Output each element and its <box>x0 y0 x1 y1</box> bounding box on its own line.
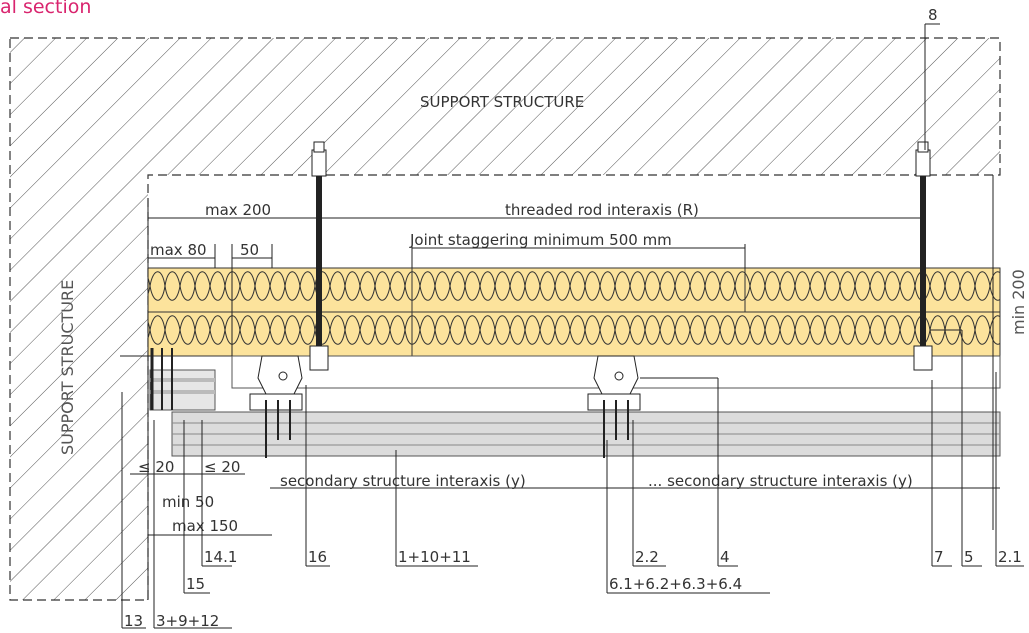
hanger-brackets <box>249 355 641 411</box>
callout-2-2: 2.2 <box>635 548 659 566</box>
callout-7: 7 <box>934 548 944 566</box>
callout-2-1: 2.1 <box>998 548 1022 566</box>
max80-label: max 80 <box>150 241 207 259</box>
insulation-layers <box>147 267 1001 357</box>
secondary-interaxis-1: secondary structure interaxis (y) <box>280 472 526 490</box>
callout-6: 6.1+6.2+6.3+6.4 <box>609 575 742 593</box>
callout-3-9-12: 3+9+12 <box>156 612 219 630</box>
page-title: al section <box>0 0 92 18</box>
callout-13: 13 <box>124 612 143 630</box>
callout-14-1: 14.1 <box>204 548 237 566</box>
callout-16: 16 <box>308 548 327 566</box>
callout-8: 8 <box>928 6 938 24</box>
callout-1-10-11: 1+10+11 <box>398 548 471 566</box>
max150-label: max 150 <box>172 517 238 535</box>
joint-label: Joint staggering minimum 500 mm <box>409 231 672 249</box>
dim-50-label: 50 <box>240 241 259 259</box>
callout-5: 5 <box>964 548 974 566</box>
threaded-rods <box>309 141 933 371</box>
callout-15: 15 <box>186 575 205 593</box>
rod-interaxis-label: threaded rod interaxis (R) <box>505 201 699 219</box>
board-layers <box>149 355 1001 457</box>
min50-label: min 50 <box>162 493 214 511</box>
support-side-label: SUPPORT STRUCTURE <box>58 280 77 455</box>
le20-right-label: ≤ 20 <box>204 458 240 476</box>
callouts: 8 14.1 16 1+10+11 2.2 4 7 5 2.1 6.1+6.2+… <box>121 6 1024 630</box>
max200-label: max 200 <box>205 201 271 219</box>
callout-4: 4 <box>720 548 730 566</box>
dimension-lines <box>130 175 1000 600</box>
diagram-labels: SUPPORT STRUCTURE SUPPORT STRUCTURE max … <box>58 93 1028 535</box>
le20-left-label: ≤ 20 <box>138 458 174 476</box>
support-structure <box>9 37 1001 601</box>
secondary-interaxis-2: ... secondary structure interaxis (y) <box>648 472 913 490</box>
screws <box>120 348 629 458</box>
min200-label: min 200 <box>1009 269 1028 335</box>
support-top-label: SUPPORT STRUCTURE <box>420 93 584 111</box>
